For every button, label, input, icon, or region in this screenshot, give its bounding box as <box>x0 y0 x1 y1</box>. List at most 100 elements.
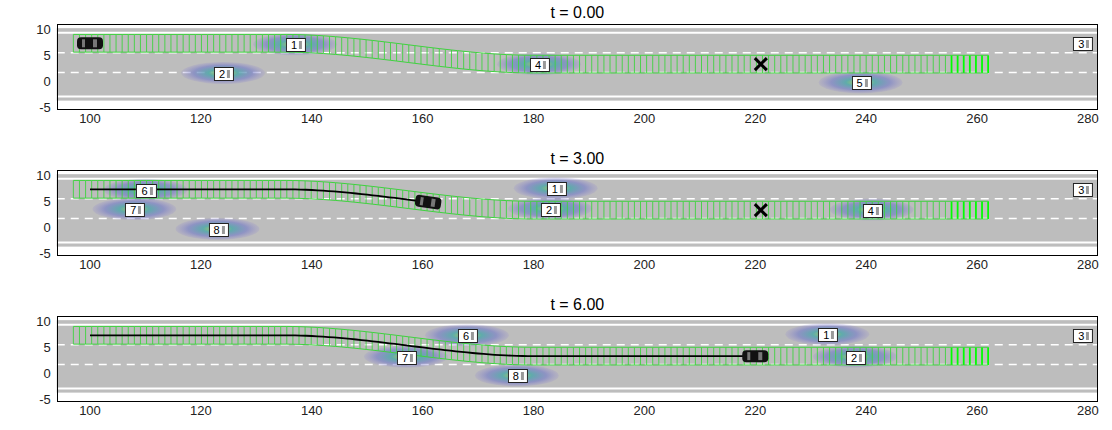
corridor-segment <box>780 201 781 219</box>
y-tick-label: -5 <box>39 392 51 407</box>
vehicle-number: 2 <box>219 68 225 80</box>
corridor-segment <box>518 201 519 219</box>
corridor-segment <box>896 201 897 219</box>
corridor-segment <box>213 34 214 52</box>
corridor-segment <box>603 201 604 219</box>
car-body <box>414 194 441 210</box>
corridor-segment <box>738 55 739 73</box>
road-edge <box>57 387 1098 389</box>
corridor-segment <box>433 48 434 66</box>
x-tick-label: 120 <box>190 403 212 418</box>
corridor-segment <box>884 201 885 219</box>
corridor-segment <box>823 201 824 219</box>
vehicle-label: 4 <box>530 58 550 72</box>
corridor-segment <box>219 34 220 52</box>
vehicle-icon <box>410 354 413 362</box>
corridor-segment <box>146 34 147 52</box>
corridor-segment <box>853 55 854 73</box>
corridor-segment <box>945 201 946 219</box>
corridor-segment <box>744 201 745 219</box>
road-edge <box>57 32 1098 34</box>
corridor-segment <box>975 201 977 219</box>
corridor-segment <box>73 180 74 198</box>
corridor-segment <box>103 34 104 52</box>
x-tick-label: 220 <box>744 111 766 126</box>
corridor-segment <box>963 347 965 365</box>
corridor-segment <box>786 201 787 219</box>
corridor-segment <box>616 201 617 219</box>
vehicle-icon <box>543 61 546 69</box>
corridor-segment <box>975 347 977 365</box>
corridor-segment <box>500 200 501 218</box>
vehicle-label: 2 <box>846 351 866 365</box>
corridor-segment <box>274 34 275 52</box>
corridor-segment <box>622 201 623 219</box>
x-tick-label: 220 <box>744 257 766 272</box>
x-tick-label: 280 <box>1077 257 1099 272</box>
corridor-segment <box>238 34 239 52</box>
car-window <box>431 199 436 207</box>
corridor-segment <box>884 55 885 73</box>
corridor-segment <box>262 34 263 52</box>
corridor-segment <box>390 43 391 61</box>
x-tick-label: 240 <box>855 257 877 272</box>
road-surface <box>57 174 1098 246</box>
corridor-segment <box>829 347 830 365</box>
corridor-segment <box>463 197 464 215</box>
vehicle-icon <box>1086 332 1089 340</box>
x-tick-label: 200 <box>634 111 656 126</box>
corridor-segment <box>634 201 635 219</box>
corridor-segment <box>817 201 818 219</box>
corridor-segment <box>823 55 824 73</box>
vehicle-label: 3 <box>1073 183 1093 197</box>
uncertainty-ellipse <box>813 346 897 368</box>
corridor-segment <box>134 34 135 52</box>
corridor-segment <box>805 55 806 73</box>
corridor-segment <box>73 34 74 52</box>
x-tick-label: 220 <box>744 403 766 418</box>
corridor-segment <box>896 347 897 365</box>
subplot-axes: t = 6.00617283 <box>57 316 1098 402</box>
corridor-segment <box>890 201 891 219</box>
corridor-segment <box>774 201 775 219</box>
uncertainty-ellipse <box>181 62 265 84</box>
vehicle-number: 4 <box>868 205 874 217</box>
corridor-segment <box>610 201 611 219</box>
corridor-segment <box>811 201 812 219</box>
corridor-segment <box>811 347 812 365</box>
corridor-segment <box>579 55 580 73</box>
corridor-segment <box>981 347 983 365</box>
corridor-segment <box>591 201 592 219</box>
corridor-segment <box>664 201 665 219</box>
corridor-segment <box>616 55 617 73</box>
corridor-segment <box>902 55 903 73</box>
corridor-segment <box>841 347 842 365</box>
subplot-axes: t = 3.006172843 <box>57 170 1098 256</box>
corridor-segment <box>573 201 574 219</box>
vehicle-icon <box>876 207 879 215</box>
corridor-segment <box>939 201 940 219</box>
corridor-segment <box>152 34 153 52</box>
corridor-segment <box>914 347 915 365</box>
uncertainty-ellipse <box>425 324 509 346</box>
x-tick-label: 180 <box>523 257 545 272</box>
corridor-segment <box>524 201 525 219</box>
subplot-title: t = 0.00 <box>58 4 1097 22</box>
corridor-segment <box>506 55 507 73</box>
corridor-segment <box>664 55 665 73</box>
y-tick-label: 0 <box>44 366 51 381</box>
corridor-segment <box>908 201 909 219</box>
ego-car <box>414 194 441 210</box>
corridor-segment <box>366 40 367 58</box>
x-tick-label: 260 <box>966 257 988 272</box>
corridor-segment <box>335 37 336 55</box>
corridor-segment <box>634 55 635 73</box>
y-tick-label: 0 <box>44 74 51 89</box>
vehicle-number: 8 <box>513 370 519 382</box>
corridor-segment <box>939 55 940 73</box>
corridor-segment <box>823 347 824 365</box>
vehicle-number: 1 <box>291 39 297 51</box>
corridor-segment <box>311 35 312 53</box>
corridor-segment <box>738 201 739 219</box>
corridor-segment <box>231 34 232 52</box>
